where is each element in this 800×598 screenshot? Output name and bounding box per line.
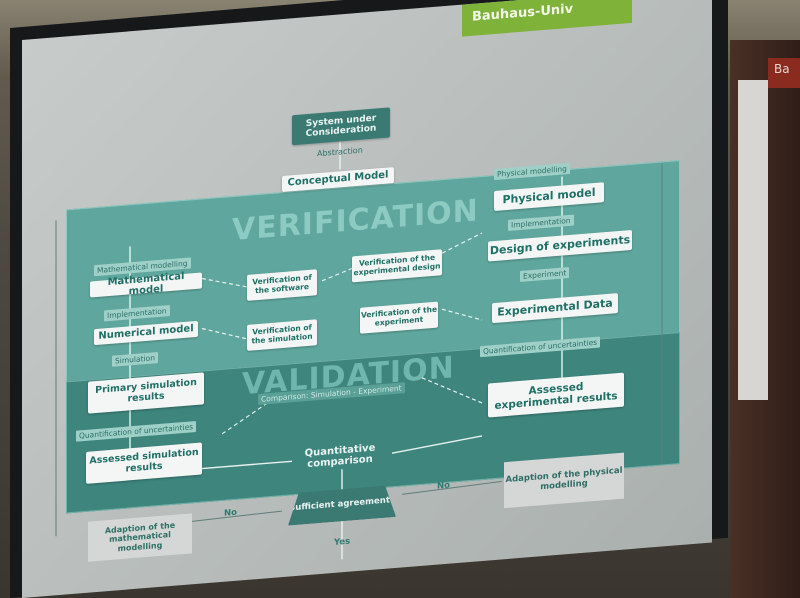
no-label-left: No [224, 507, 237, 519]
brand-banner: Bauhaus-Univ [462, 0, 632, 37]
dash-6 [221, 399, 273, 435]
adaption-physical-box: Adaption of the physical modelling [504, 452, 624, 509]
dash-1 [201, 277, 248, 288]
dash-7 [421, 377, 483, 404]
no-line-left [191, 510, 283, 522]
dash-5 [441, 308, 483, 321]
no-label-right: No [437, 480, 450, 492]
verification-validation-diagram: VERIFICATION VALIDATION [42, 41, 692, 593]
yes-label: Yes [334, 536, 351, 548]
arrow-to-comparison-right [391, 435, 483, 454]
projection-screen: Bauhaus-Univ VERIFICATION VALIDATION [22, 0, 712, 598]
dash-4 [441, 232, 483, 254]
poster-panel [738, 80, 768, 400]
dash-2 [201, 327, 248, 340]
adaption-mathematical-box: Adaption of the mathematical modelling [88, 513, 192, 562]
dash-3 [321, 267, 353, 282]
no-line-right [401, 480, 503, 495]
poster-banner: Ba [768, 58, 800, 88]
arrow-to-comparison-left [202, 460, 292, 470]
